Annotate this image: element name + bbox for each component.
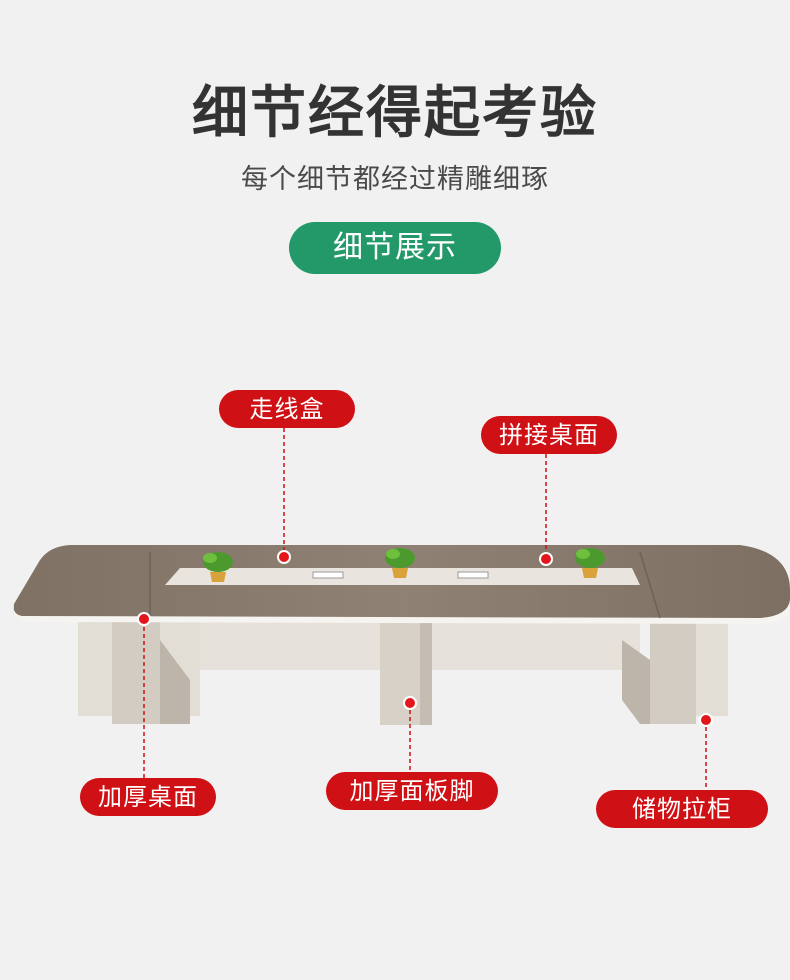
plant-icon xyxy=(575,548,605,578)
callout-thick-top: 加厚桌面 xyxy=(80,778,216,816)
page-title: 细节经得起考验 xyxy=(192,81,598,146)
page-subtitle: 每个细节都经过精雕细琢 xyxy=(241,164,549,195)
callout-spliced-top: 拼接桌面 xyxy=(481,416,617,454)
callout-storage-cabinet: 储物拉柜 xyxy=(596,790,768,828)
power-socket xyxy=(457,571,489,579)
leader-lines xyxy=(143,428,707,790)
callout-thick-panel-leg: 加厚面板脚 xyxy=(326,772,498,810)
table-base xyxy=(78,620,728,725)
plant-icon xyxy=(385,548,415,578)
power-socket xyxy=(312,571,344,579)
callout-cable-box: 走线盒 xyxy=(219,390,355,428)
marker-dots xyxy=(137,550,713,727)
plant-icon xyxy=(203,552,233,582)
section-label-pill: 细节展示 xyxy=(289,222,501,274)
center-panel-leg xyxy=(380,620,426,725)
